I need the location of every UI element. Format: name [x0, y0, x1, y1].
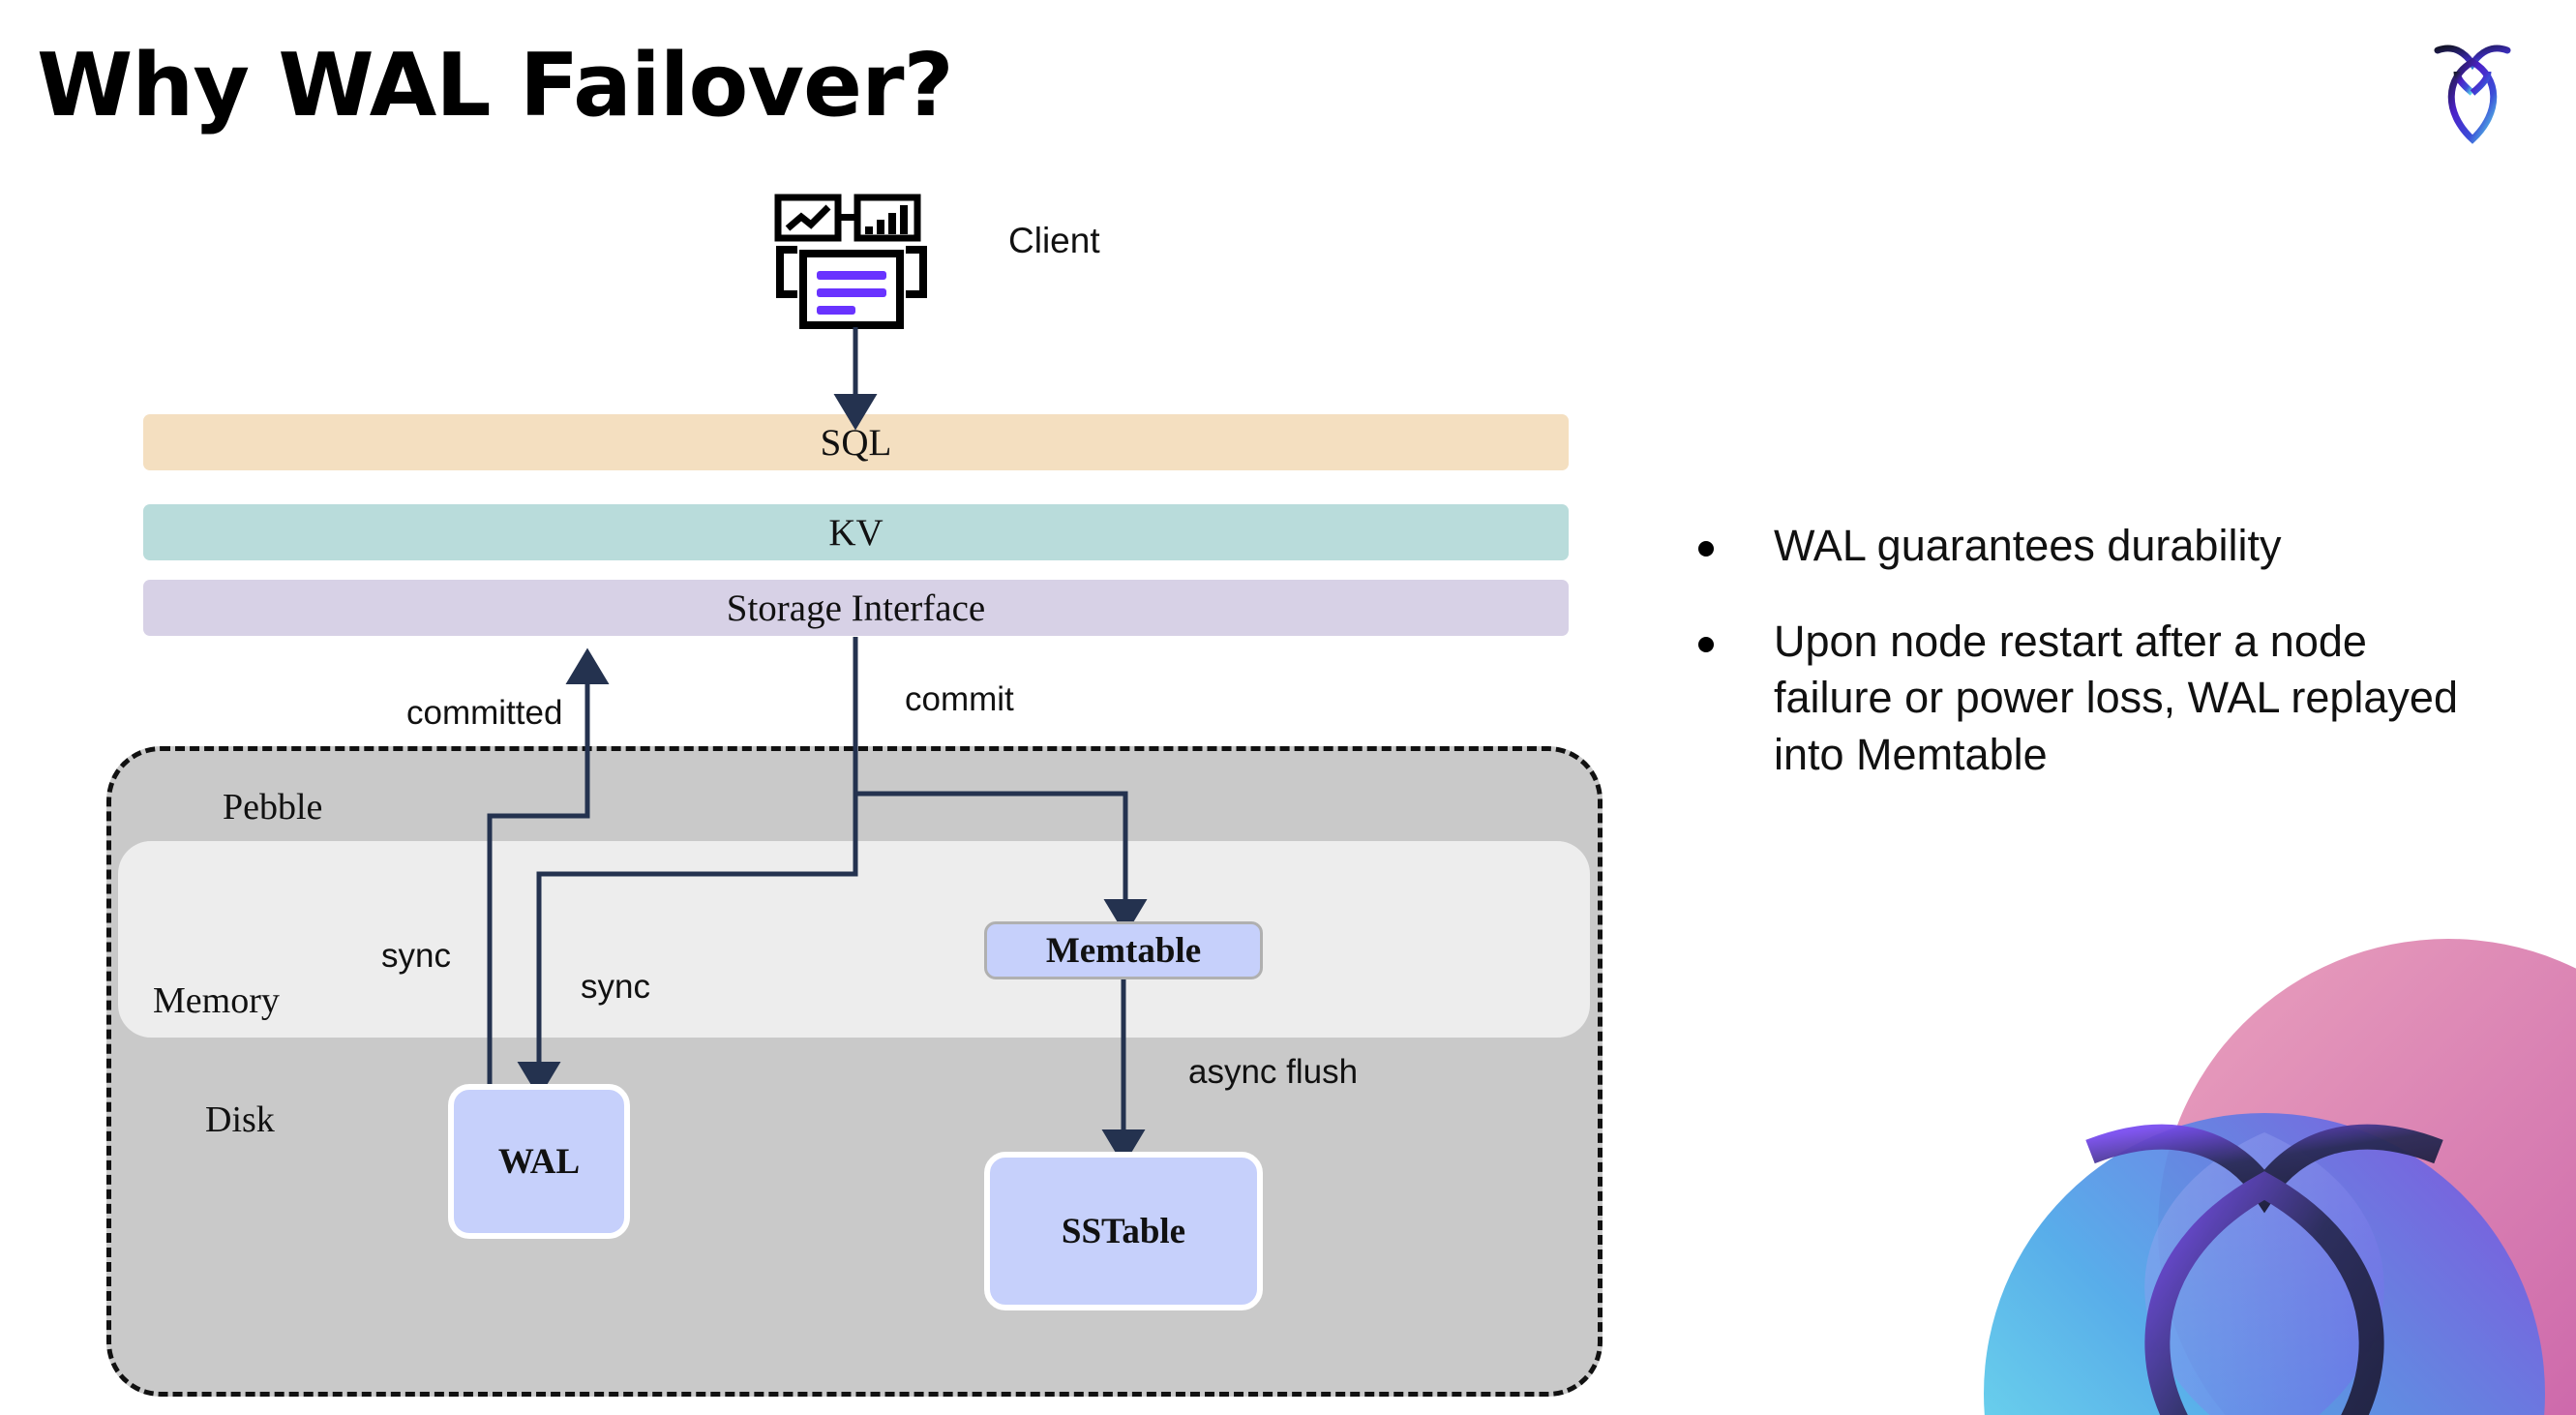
edge-label-sync-right: sync [581, 968, 650, 1006]
decorative-corner-graphic [1984, 939, 2576, 1415]
diagram-connectors [487, 327, 1148, 1166]
edge-sync-to-wal [517, 637, 858, 1099]
bullet-text: WAL guarantees durability [1774, 521, 2282, 570]
cockroachdb-logo [2434, 45, 2511, 144]
edge-wal-committed-to-storage [487, 647, 610, 1084]
node-memtable: Memtable [984, 921, 1263, 979]
layer-bar-storage: Storage Interface [143, 580, 1569, 636]
client-label: Client [1008, 221, 1100, 260]
layer-label-kv: KV [828, 511, 884, 554]
edge-label-committed: committed [406, 694, 563, 732]
node-sstable: SSTable [984, 1152, 1263, 1310]
layer-bar-kv: KV [143, 504, 1569, 560]
bullet-dot-icon [1698, 636, 1714, 652]
list-item: WAL guarantees durability [1698, 518, 2492, 575]
edge-label-sync-left: sync [381, 937, 451, 975]
node-wal: WAL [448, 1084, 630, 1239]
architecture-diagram: Client SQL KV Storage Interface Pebble M… [106, 194, 1603, 1397]
edge-commit-to-memtable [853, 637, 1148, 936]
pebble-label: Pebble [223, 787, 323, 828]
list-item: Upon node restart after a node failure o… [1698, 614, 2492, 784]
bullet-text: Upon node restart after a node failure o… [1774, 616, 2458, 779]
memory-label: Memory [153, 980, 280, 1021]
bullet-list: WAL guarantees durability Upon node rest… [1698, 518, 2492, 822]
edge-label-async-flush: async flush [1188, 1053, 1359, 1091]
node-wal-label: WAL [497, 1141, 581, 1182]
disk-label: Disk [205, 1099, 275, 1140]
node-memtable-label: Memtable [1045, 930, 1202, 971]
client-terminal-icon [774, 194, 927, 329]
bullet-dot-icon [1698, 541, 1714, 557]
edge-label-commit: commit [905, 680, 1014, 718]
layer-label-storage-interface: Storage Interface [726, 587, 986, 629]
node-sstable-label: SSTable [1061, 1211, 1186, 1251]
page-title: Why WAL Failover? [37, 35, 954, 136]
